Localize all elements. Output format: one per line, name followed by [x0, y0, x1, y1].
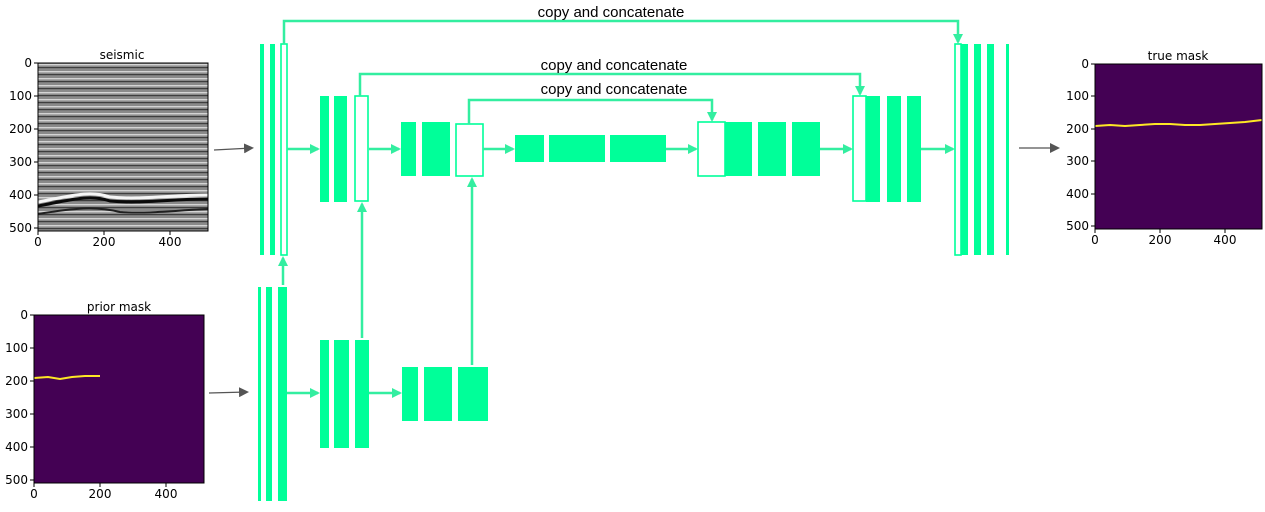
concat-feature-map: [852, 95, 867, 202]
tick-label: 200: [1066, 122, 1089, 136]
seismic-input-arrow: [213, 143, 254, 154]
feature-map-block: [266, 287, 272, 501]
seismic-reflector-bright: [37, 192, 209, 204]
feature-map-block: [260, 44, 264, 255]
tick-label: 200: [9, 122, 32, 136]
tick-label: 0: [1091, 233, 1099, 247]
true-mask-yticks: 0 100 200 300 400 500: [1066, 57, 1095, 233]
feature-map-block: [401, 122, 416, 176]
tick-label: 0: [34, 235, 42, 249]
prior-mask-horizon-line: [33, 375, 100, 381]
tick-label: 200: [5, 374, 28, 388]
feature-map-block: [334, 96, 347, 202]
feature-map-block: [270, 44, 275, 255]
seismic-reflector-dark: [37, 196, 209, 208]
feature-map-block: [974, 44, 981, 255]
true-mask-image: [1095, 64, 1262, 229]
prior-mask-yticks: 0 100 200 300 400 500: [5, 308, 34, 487]
tick-label: 500: [5, 473, 28, 487]
tick-label: 300: [5, 407, 28, 421]
true-mask-title: true mask: [1148, 49, 1209, 63]
tick-label: 500: [1066, 219, 1089, 233]
skip-connection-label: copy and concatenate: [538, 4, 685, 21]
seismic-yticks: 0 100 200 300 400 500: [9, 56, 38, 235]
decoder: [697, 43, 1009, 256]
tick-label: 500: [9, 221, 32, 235]
feature-map-block: [278, 287, 287, 501]
feature-map-block: [987, 44, 994, 255]
tick-label: 200: [89, 487, 112, 501]
true-mask-horizon-line: [1094, 119, 1263, 128]
seismic-title: seismic: [100, 48, 145, 62]
skip-connection-label: copy and concatenate: [541, 57, 688, 74]
prior-mask-image: [34, 315, 204, 483]
tick-label: 400: [9, 188, 32, 202]
bottleneck: [515, 135, 666, 162]
seismic-panel: seismic 0 100 200 300 400 500 0 200 400: [9, 48, 209, 249]
concat-feature-map: [354, 95, 369, 202]
skip-connection-arrow: [358, 72, 865, 96]
tick-label: 100: [1066, 89, 1089, 103]
encoder-bottom: [258, 287, 488, 501]
concat-feature-map: [954, 43, 962, 256]
concat-feature-map: [697, 121, 726, 177]
concat-feature-map: [280, 43, 288, 256]
tick-label: 0: [20, 308, 28, 322]
prior-mask-frame: [33, 314, 205, 484]
feature-map-block: [1006, 44, 1009, 255]
skip-connection-arrow: [467, 98, 717, 124]
feature-map-block: [610, 135, 666, 162]
concat-feature-map: [455, 123, 484, 177]
tick-label: 100: [9, 89, 32, 103]
seismic-image: [38, 63, 208, 231]
skip-connection-arrow: [282, 19, 963, 44]
true-mask-frame: [1094, 63, 1263, 230]
tick-label: 0: [24, 56, 32, 70]
true-mask-xticks: 0 200 400: [1091, 229, 1236, 247]
feature-map-block: [549, 135, 605, 162]
feature-map-block: [458, 367, 488, 421]
seismic-reflector-lower: [37, 207, 209, 215]
skip-connection-label: copy and concatenate: [541, 81, 688, 98]
seismic-frame: [37, 62, 209, 232]
prior-mask-xticks: 0 200 400: [30, 483, 177, 501]
feature-map-block: [402, 367, 418, 421]
seismic-xticks: 0 200 400: [34, 231, 181, 249]
feature-map-block: [258, 287, 261, 501]
merge-arrows: [278, 177, 477, 365]
skip-connections: [282, 19, 963, 124]
feature-map-block: [320, 96, 329, 202]
feature-map-block: [334, 340, 349, 448]
prior-mask-title: prior mask: [87, 300, 151, 314]
feature-map-block: [355, 340, 369, 448]
tick-label: 400: [5, 440, 28, 454]
feature-map-block: [515, 135, 544, 162]
feature-map-block: [725, 122, 752, 176]
tick-label: 400: [1214, 233, 1237, 247]
tick-label: 200: [93, 235, 116, 249]
tick-label: 400: [155, 487, 178, 501]
prior-mask-input-arrow: [208, 387, 249, 398]
forward-arrows: [287, 144, 955, 398]
true-mask-panel: true mask 0 100 200 300 400 500 0 200 40…: [1066, 49, 1263, 247]
feature-map-block: [961, 44, 968, 255]
feature-map-block: [792, 122, 820, 176]
feature-map-block: [887, 96, 901, 202]
feature-map-block: [866, 96, 880, 202]
tick-label: 200: [1149, 233, 1172, 247]
tick-label: 100: [5, 341, 28, 355]
feature-map-block: [758, 122, 786, 176]
feature-map-block: [320, 340, 329, 448]
feature-map-block: [424, 367, 452, 421]
tick-label: 300: [9, 155, 32, 169]
feature-map-block: [907, 96, 921, 202]
tick-label: 300: [1066, 154, 1089, 168]
feature-map-block: [422, 122, 450, 176]
tick-label: 400: [1066, 187, 1089, 201]
tick-label: 0: [30, 487, 38, 501]
tick-label: 400: [159, 235, 182, 249]
prior-mask-panel: prior mask 0 100 200 300 400 500 0 200 4…: [5, 300, 205, 501]
tick-label: 0: [1081, 57, 1089, 71]
